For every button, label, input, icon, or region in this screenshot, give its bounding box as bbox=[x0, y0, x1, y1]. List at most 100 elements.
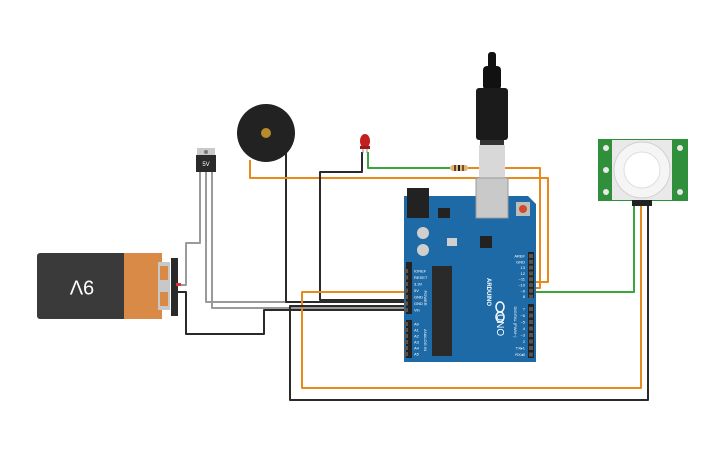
digital-bottom-pin-label: ~3 bbox=[520, 333, 525, 338]
digital-top-pin-socket[interactable] bbox=[529, 294, 533, 299]
wire-green-pir-to-pin2[interactable] bbox=[536, 205, 635, 293]
arduino-logo-group: ARDUINO bbox=[485, 278, 491, 306]
digital-top-pin-socket[interactable] bbox=[529, 265, 533, 270]
digital-top-pin-label: 12 bbox=[521, 271, 526, 276]
battery-9v[interactable]: 9V bbox=[37, 253, 181, 319]
analog-pin-socket[interactable] bbox=[404, 322, 408, 326]
digital-top-pin-socket[interactable] bbox=[529, 288, 533, 293]
atmega-chip bbox=[432, 266, 452, 356]
wire-green-led-resistor[interactable] bbox=[367, 152, 450, 169]
digital-bottom-pin-socket[interactable] bbox=[529, 320, 533, 324]
power-pin-socket[interactable] bbox=[404, 308, 408, 312]
wire-orange-pir-vcc[interactable] bbox=[301, 205, 642, 389]
power-pin-label: GND bbox=[414, 301, 423, 306]
arduino-brand-text: ARDUINO bbox=[485, 278, 491, 306]
capacitor-2 bbox=[417, 244, 429, 256]
power-pin-socket[interactable] bbox=[404, 282, 408, 286]
digital-top-pin-label: ~10 bbox=[518, 283, 526, 288]
usb-strain-relief bbox=[483, 66, 501, 90]
digital-bottom-pin-socket[interactable] bbox=[529, 307, 533, 311]
analog-pin-label: A4 bbox=[414, 346, 420, 351]
arduino-model-text: UNO bbox=[494, 314, 505, 336]
digital-header-title: DIGITAL (PWM~) bbox=[513, 307, 518, 339]
wire-gray-battery-to-regulator[interactable] bbox=[178, 172, 201, 286]
pir-dome-inner bbox=[623, 151, 661, 189]
wire-black-led-to-gnd[interactable] bbox=[319, 152, 404, 301]
power-pin-socket[interactable] bbox=[404, 301, 408, 306]
wire-gray-regulator-to-vin[interactable] bbox=[211, 172, 404, 309]
regulator-hole bbox=[204, 150, 208, 154]
regulator-body bbox=[196, 155, 216, 172]
analog-pin-socket[interactable] bbox=[404, 352, 408, 356]
power-pin-label: GND bbox=[414, 295, 423, 300]
voltage-regulator[interactable]: 5V bbox=[196, 148, 216, 172]
digital-bottom-pin-label: RX◂0 bbox=[515, 352, 526, 357]
power-pin-label: 5V bbox=[414, 288, 419, 293]
digital-bottom-pin-label: 4 bbox=[523, 326, 526, 331]
digital-top-pin-label: GND bbox=[516, 259, 525, 264]
digital-top-pin-socket[interactable] bbox=[529, 254, 533, 258]
wire-black-buzzer-to-gnd[interactable] bbox=[285, 150, 404, 303]
digital-header-bottom bbox=[528, 304, 534, 358]
power-pin-socket[interactable] bbox=[404, 288, 408, 293]
digital-top-pin-label: ~9 bbox=[520, 288, 525, 293]
arduino-logo-infinity bbox=[495, 301, 505, 323]
digital-top-pin-socket[interactable] bbox=[529, 283, 533, 287]
power-pin-socket[interactable] bbox=[404, 269, 408, 273]
usb-cable[interactable] bbox=[476, 52, 508, 178]
pir-pin-header bbox=[632, 200, 652, 206]
digital-bottom-pin-socket[interactable] bbox=[529, 339, 533, 344]
battery-clip bbox=[171, 258, 178, 316]
digital-top-pin-socket[interactable] bbox=[529, 259, 533, 264]
pir-mount-hole-3 bbox=[677, 145, 683, 151]
battery-terminal-top bbox=[160, 266, 168, 280]
power-header-title: POWER bbox=[423, 290, 428, 305]
wire-orange-buzzer-to-pin11[interactable] bbox=[249, 160, 549, 283]
analog-pin-label: A1 bbox=[414, 328, 420, 333]
wire-black-pir-gnd[interactable] bbox=[289, 205, 649, 401]
digital-top-pin-label: AREF bbox=[514, 254, 525, 259]
resistor[interactable] bbox=[450, 165, 468, 171]
analog-pin-socket[interactable] bbox=[404, 346, 408, 350]
battery-terminal-bottom bbox=[160, 292, 168, 306]
red-led[interactable] bbox=[360, 134, 370, 153]
usb-plug-body bbox=[476, 88, 508, 140]
resistor-band-3 bbox=[462, 165, 464, 171]
wire-black-battery-to-gnd[interactable] bbox=[178, 291, 404, 335]
resistor-band-1 bbox=[454, 165, 456, 171]
digital-bottom-pin-socket[interactable] bbox=[529, 313, 533, 318]
analog-pin-label: A2 bbox=[414, 334, 420, 339]
regulator-label: 5V bbox=[202, 162, 209, 168]
digital-bottom-pin-socket[interactable] bbox=[529, 352, 533, 357]
pir-sensor[interactable] bbox=[598, 139, 688, 206]
power-pin-socket[interactable] bbox=[404, 295, 408, 299]
power-pin-label: RESET bbox=[414, 275, 428, 280]
led-rim bbox=[360, 146, 370, 149]
digital-bottom-pin-socket[interactable] bbox=[529, 346, 533, 350]
digital-top-pin-socket[interactable] bbox=[529, 277, 533, 282]
digital-bottom-pin-label: ~6 bbox=[520, 313, 525, 318]
digital-top-pin-socket[interactable] bbox=[529, 271, 533, 276]
analog-pin-socket[interactable] bbox=[404, 340, 408, 344]
analog-header bbox=[406, 320, 412, 358]
crystal bbox=[447, 238, 457, 246]
digital-bottom-pin-socket[interactable] bbox=[529, 333, 533, 337]
pir-mount-hole-5 bbox=[603, 167, 609, 173]
analog-pin-socket[interactable] bbox=[404, 328, 408, 332]
power-pin-socket[interactable] bbox=[404, 275, 408, 280]
pir-mount-hole-2 bbox=[603, 189, 609, 195]
digital-bottom-pin-socket[interactable] bbox=[529, 326, 533, 331]
battery-body-black bbox=[37, 253, 127, 319]
analog-pin-label: A5 bbox=[414, 352, 420, 357]
reset-button-cap bbox=[519, 205, 527, 213]
analog-header-title: ANALOG IN bbox=[423, 329, 428, 351]
voltage-regulator-chip bbox=[438, 208, 450, 218]
capacitor-1 bbox=[417, 227, 429, 239]
wire-gray-regulator-to-5v[interactable] bbox=[205, 172, 404, 303]
resistor-band-2 bbox=[458, 165, 460, 171]
analog-pin-socket[interactable] bbox=[404, 334, 408, 338]
piezo-buzzer[interactable] bbox=[237, 104, 295, 162]
